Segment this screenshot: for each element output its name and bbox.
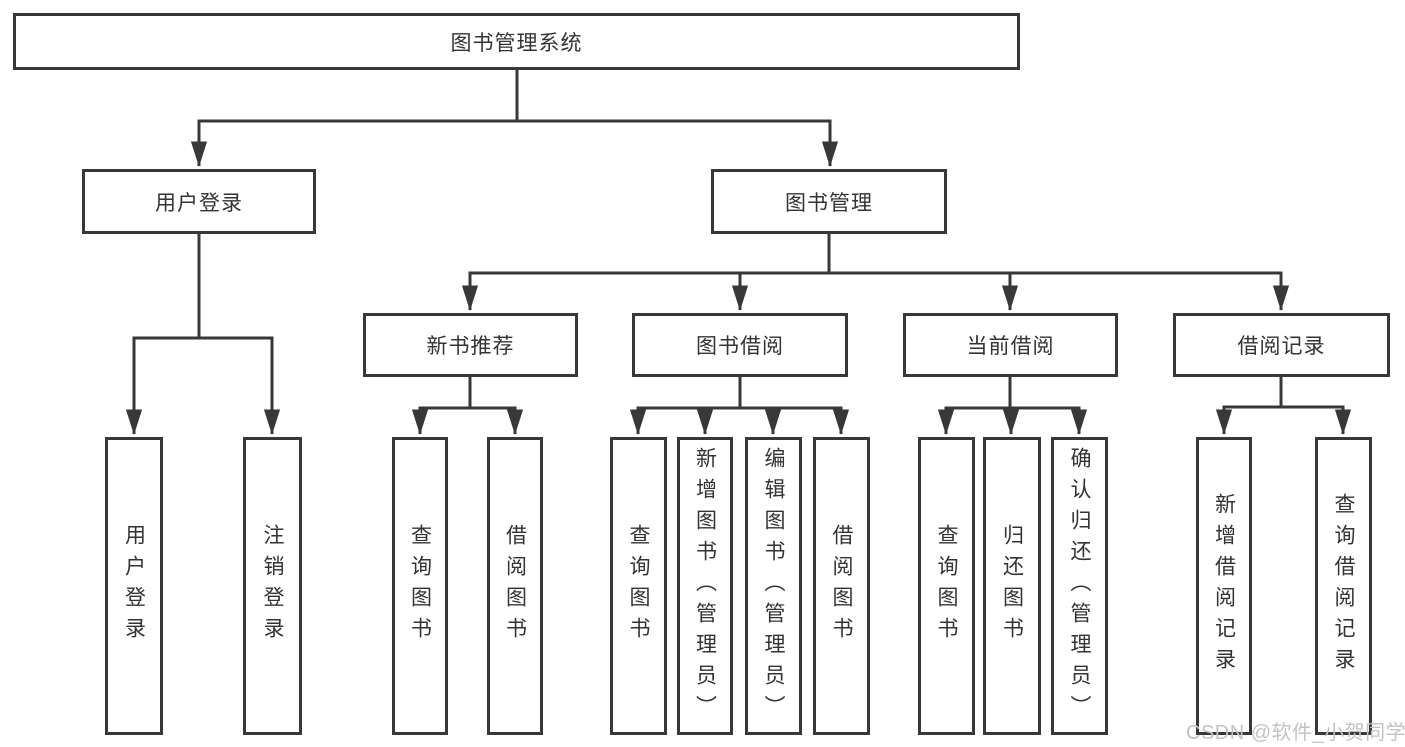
leaf-borrow-edit: 编辑图书（管理员） [745, 437, 802, 735]
csdn-watermark: CSDN @软件_小贺同学 [1186, 722, 1405, 744]
leaf-records-query: 查询借阅记录 [1315, 437, 1372, 735]
node-root-label: 图书管理系统 [450, 31, 583, 55]
node-book-mgmt: 图书管理 [711, 169, 947, 234]
leaf-borrow-add: 新增图书（管理员） [677, 437, 733, 735]
leaf-logout: 注销登录 [243, 437, 302, 735]
node-current-borrow: 当前借阅 [903, 313, 1118, 377]
leaf-current-query: 查询图书 [918, 437, 975, 735]
leaf-records-add: 新增借阅记录 [1196, 437, 1252, 735]
leaf-current-return: 归还图书 [983, 437, 1041, 735]
leaf-borrow-edit-label: 编辑图书（管理员） [762, 446, 785, 726]
leaf-current-confirm-label: 确认归还（管理员） [1068, 446, 1091, 726]
node-book-borrow-label: 图书借阅 [696, 335, 784, 358]
leaf-records-query-label: 查询借阅记录 [1332, 493, 1355, 679]
leaf-borrow-query: 查询图书 [610, 437, 667, 735]
node-book-mgmt-label: 图书管理 [785, 191, 873, 215]
node-user-login: 用户登录 [82, 169, 316, 234]
leaf-logout-label: 注销登录 [261, 524, 284, 648]
leaf-user-login: 用户登录 [105, 437, 163, 735]
leaf-current-query-label: 查询图书 [935, 524, 958, 648]
leaf-borrow-query-label: 查询图书 [627, 524, 650, 648]
node-current-borrow-label: 当前借阅 [966, 335, 1055, 358]
leaf-borrow-borrow-label: 借阅图书 [830, 524, 853, 648]
node-borrow-records-label: 借阅记录 [1237, 335, 1326, 358]
leaf-records-add-label: 新增借阅记录 [1212, 493, 1236, 679]
node-new-book-rec: 新书推荐 [363, 313, 578, 377]
node-root: 图书管理系统 [13, 13, 1020, 70]
node-book-borrow: 图书借阅 [632, 313, 848, 377]
leaf-newbook-borrow-label: 借阅图书 [503, 524, 527, 648]
leaf-borrow-add-label: 新增图书（管理员） [693, 446, 717, 726]
leaf-borrow-borrow: 借阅图书 [813, 437, 870, 735]
node-user-login-label: 用户登录 [155, 191, 243, 215]
leaf-newbook-query: 查询图书 [392, 437, 448, 735]
leaf-current-return-label: 归还图书 [1000, 524, 1024, 648]
node-new-book-rec-label: 新书推荐 [426, 335, 515, 358]
leaf-newbook-borrow: 借阅图书 [487, 437, 543, 735]
leaf-newbook-query-label: 查询图书 [408, 524, 432, 648]
leaf-user-login-label: 用户登录 [122, 524, 146, 648]
leaf-current-confirm: 确认归还（管理员） [1051, 437, 1108, 735]
node-borrow-records: 借阅记录 [1173, 313, 1390, 377]
